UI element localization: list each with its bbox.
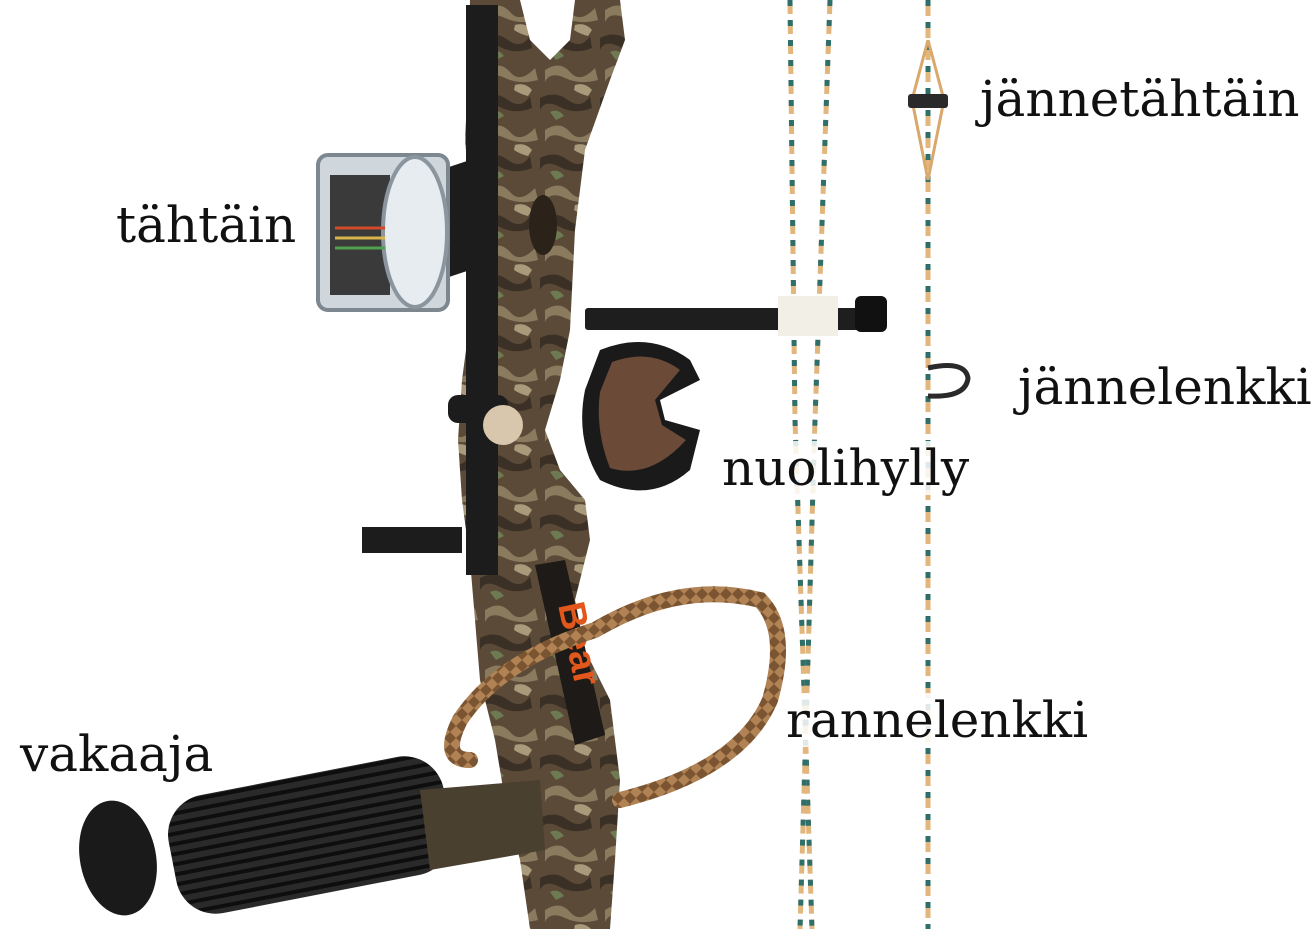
label-string-sight: jännetähtäin: [976, 72, 1304, 126]
riser-hole: [529, 195, 557, 255]
label-sight: tähtäin: [112, 198, 300, 252]
label-stabilizer: vakaaja: [16, 727, 217, 781]
sight-mount-bar: [466, 5, 498, 575]
lower-mount-bar: [362, 527, 462, 553]
sight-icon: [318, 155, 470, 310]
arrow-icon: [585, 296, 887, 336]
label-arrow-rest: nuolihylly: [718, 441, 973, 495]
peep-sight-icon: [908, 94, 948, 108]
d-loop-icon: [928, 366, 968, 397]
label-wrist-sling: rannelenkki: [782, 693, 1092, 747]
label-d-loop: jännelenkki: [1014, 360, 1311, 414]
